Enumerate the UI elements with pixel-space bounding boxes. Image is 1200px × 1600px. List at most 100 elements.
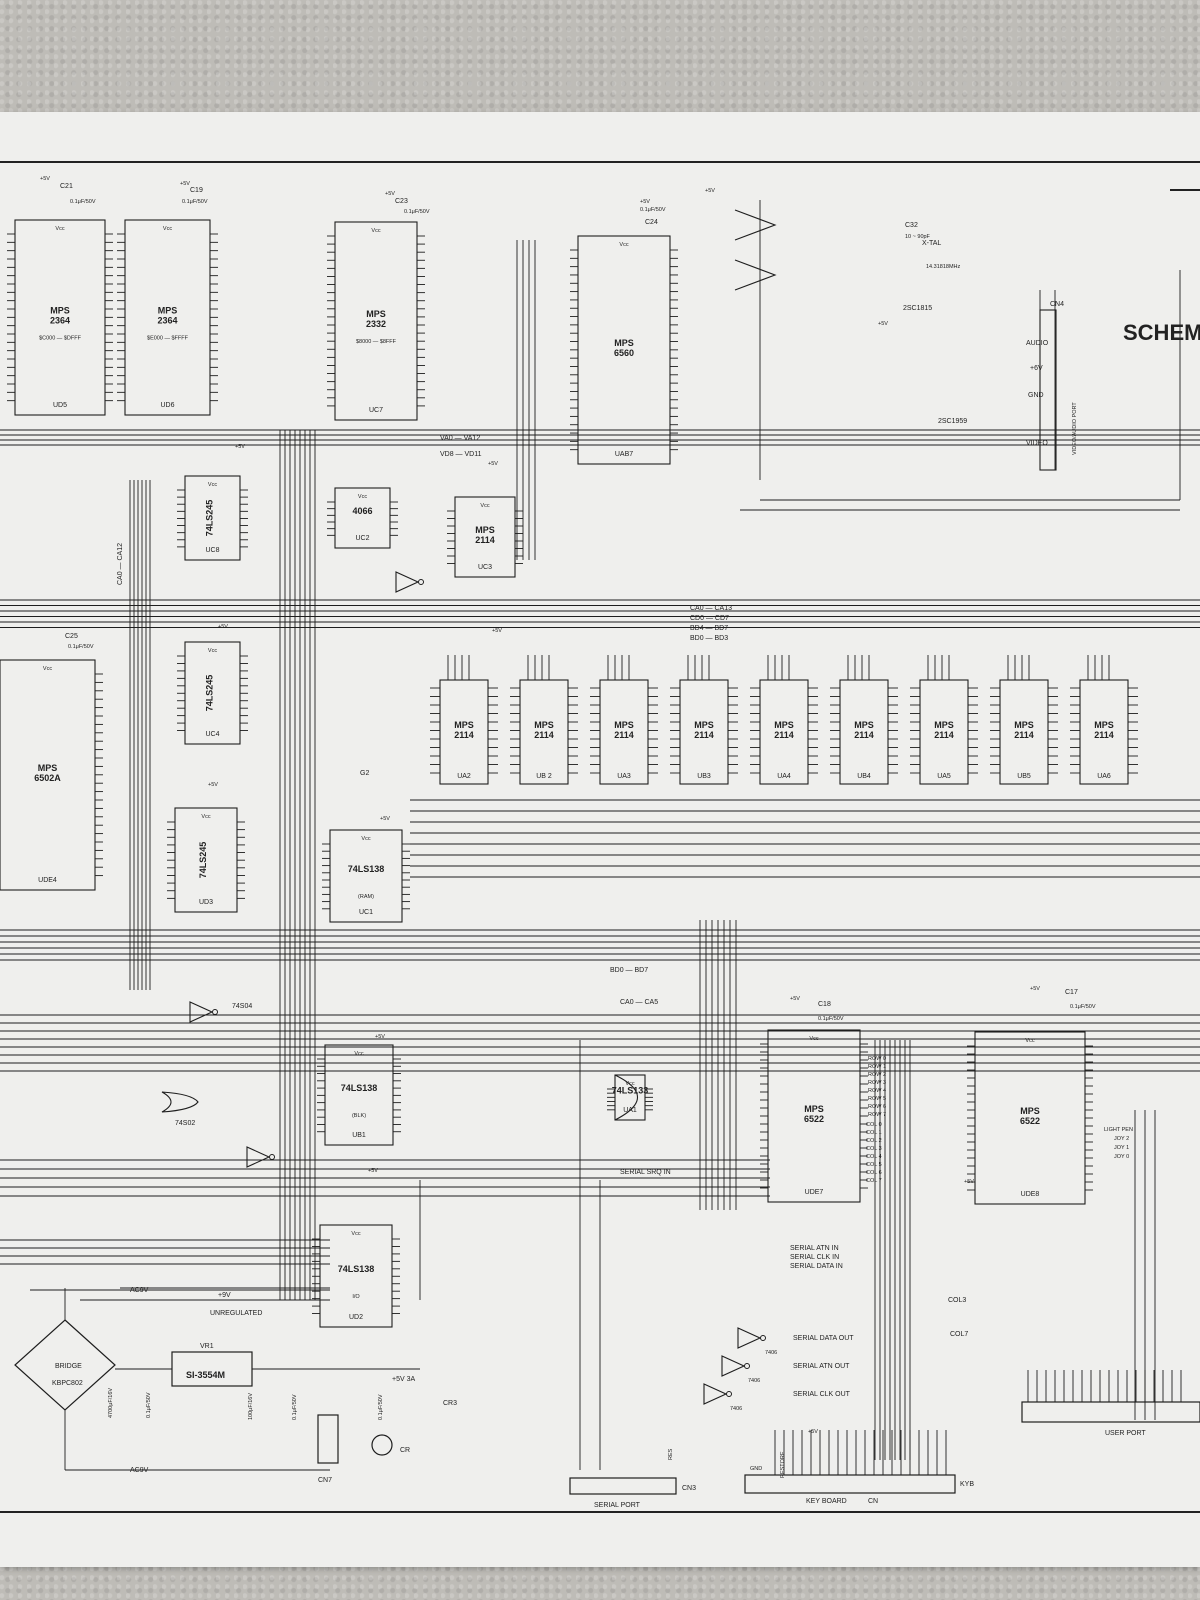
- chip-ude7-outline: [767, 1029, 861, 1203]
- chip-ub1-ref: UB1: [352, 1132, 366, 1139]
- ram-chip-outline: [519, 679, 569, 785]
- chip-ud5-part: MPS: [50, 306, 70, 316]
- plus5-marker: +5V: [180, 181, 190, 187]
- ram-chip-ref: UB3: [697, 773, 711, 780]
- logic-gate: [395, 571, 420, 593]
- vr1-label: VR1: [200, 1343, 214, 1350]
- chip-ud2-part: 74LS138: [338, 1264, 375, 1274]
- ram-chip-part: MPS: [854, 720, 874, 730]
- q2-label: 2SC1815: [903, 305, 932, 312]
- g2-label: G2: [360, 770, 369, 777]
- col7-label: COL7: [950, 1331, 968, 1338]
- chip-ud5-ref: UD5: [53, 402, 67, 409]
- c25-value: 0.1μF/50V: [68, 644, 94, 650]
- chip-uab7-part: 6560: [614, 348, 634, 358]
- chip-uab7-vcc: Vcc: [619, 242, 628, 248]
- col-label: COL 1: [866, 1130, 882, 1136]
- c2-value: 0.1μF/50V: [146, 1392, 152, 1418]
- ram-chip-ref: UA6: [1097, 773, 1111, 780]
- ls7406-b: 7406: [748, 1378, 760, 1384]
- cn7-label: CN7: [318, 1477, 332, 1484]
- c21-label: C21: [60, 183, 73, 190]
- ram-chip-outline: [839, 679, 889, 785]
- chip-uab7-ref: UAB7: [615, 451, 633, 458]
- chip-uc8-vcc: Vcc: [208, 482, 217, 488]
- ram-chip-part: 2114: [614, 730, 634, 740]
- keyboard-connector: [744, 1474, 956, 1494]
- chip-uc2-vcc: Vcc: [358, 494, 367, 500]
- regulator-box: [171, 1351, 253, 1387]
- ram-chip-part: MPS: [454, 720, 474, 730]
- q1-label: 2SC1959: [938, 418, 967, 425]
- gate-bubble: [212, 1009, 218, 1015]
- unregulated-label: UNREGULATED: [210, 1310, 262, 1317]
- chip-ud6-ref: UD6: [160, 402, 174, 409]
- ram-chip-part: MPS: [694, 720, 714, 730]
- serial-atn-out-label: SERIAL ATN OUT: [793, 1363, 850, 1370]
- chip-outlines: [0, 209, 1200, 1495]
- chip-ud6-outline: [124, 219, 211, 416]
- chip-uc3-outline: [454, 496, 516, 578]
- serial-clk-in-label: SERIAL CLK IN: [790, 1254, 839, 1261]
- chip-uc2-outline: [334, 487, 391, 549]
- cn-label: CN: [868, 1498, 878, 1505]
- c33-value: 0.1μF/50V: [378, 1394, 384, 1420]
- cn4-label: CN4: [1050, 301, 1064, 308]
- plus5-marker: +5V: [235, 444, 245, 450]
- ls7406-c: 7406: [730, 1406, 742, 1412]
- chip-ud3-vcc: Vcc: [201, 814, 210, 820]
- kyb-label: KYB: [960, 1481, 974, 1488]
- chip-ude8-part: 6522: [1020, 1116, 1040, 1126]
- chip-ude7-ref: UDE7: [805, 1189, 824, 1196]
- video-audio-port-label: VIDEO/AUDIO PORT: [1072, 402, 1078, 455]
- bridge-label: BRIDGE: [55, 1363, 82, 1370]
- chip-uc8-part: 74LS245: [205, 500, 215, 537]
- cn4-connector: [1039, 309, 1057, 471]
- ram-chip-outline: [679, 679, 729, 785]
- ram-chip-part: MPS: [934, 720, 954, 730]
- logic-gate: [721, 1355, 746, 1377]
- ram-chip-part: 2114: [854, 730, 874, 740]
- ram-chip-part: 2114: [1094, 730, 1114, 740]
- plus5-marker: +5V: [368, 1168, 378, 1174]
- chip-ud6-vcc: Vcc: [163, 226, 172, 232]
- ram-chip-part: 2114: [454, 730, 474, 740]
- bridge-part: KBPC802: [52, 1380, 83, 1387]
- ca05-label: CA0 — CA5: [620, 999, 658, 1006]
- ram-chip-part: MPS: [1014, 720, 1034, 730]
- chip-ua1-outline: [614, 1074, 646, 1121]
- ram-chip-outline: [999, 679, 1049, 785]
- chip-uc7-part: 2332: [366, 319, 386, 329]
- gate-bubble: [744, 1363, 750, 1369]
- chip-uab7-outline: [577, 235, 671, 465]
- plus5-marker: +5V: [218, 624, 228, 630]
- chip-uc4-outline: [184, 641, 241, 745]
- serial-port-connector: [569, 1477, 677, 1495]
- row-label: ROW 5: [868, 1096, 886, 1102]
- plus5-marker: +5V: [964, 1179, 974, 1185]
- plus5-marker: +5V: [208, 782, 218, 788]
- chip-ude4-outline: [0, 659, 96, 891]
- light-pen-label: LIGHT PEN: [1104, 1127, 1133, 1133]
- chip-uc3-part: 2114: [475, 535, 495, 545]
- xtal-label: X-TAL: [922, 240, 941, 247]
- ram-chip-outline: [919, 679, 969, 785]
- ac9v-label-bottom: AC9V: [130, 1467, 149, 1474]
- chip-ud2-ref: UD2: [349, 1314, 363, 1321]
- ram-chip-ref: UA2: [457, 773, 471, 780]
- keyboard-label: KEY BOARD: [806, 1498, 847, 1505]
- ram-chip-ref: UA4: [777, 773, 791, 780]
- ls7406-a: 7406: [765, 1350, 777, 1356]
- chip-ude8-part: MPS: [1020, 1106, 1040, 1116]
- chip-ub1-range: (BLK): [352, 1113, 366, 1119]
- gate-bubble: [726, 1391, 732, 1397]
- chip-ude4-part: 6502A: [34, 773, 61, 783]
- plus5-marker: +5V: [790, 996, 800, 1002]
- ram-chip-part: 2114: [934, 730, 954, 740]
- chip-ud5-part: 2364: [50, 316, 70, 326]
- chip-uc1-vcc: Vcc: [361, 836, 370, 842]
- plus5-marker: +5V: [705, 188, 715, 194]
- bd07-label: BD0 — BD7: [610, 967, 648, 974]
- serial-srq-label: SERIAL SRQ IN: [620, 1169, 671, 1176]
